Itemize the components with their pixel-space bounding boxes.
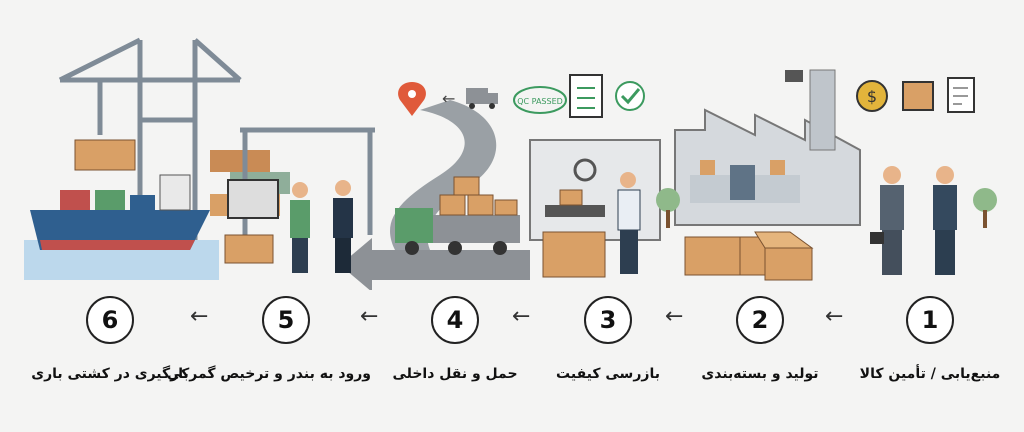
step-label: منبع‌یابی / تأمین کالا	[859, 366, 1001, 382]
customs-stamp-box	[224, 234, 274, 264]
inspector	[617, 172, 641, 274]
truck	[395, 176, 520, 255]
arrow-icon: ←	[442, 89, 455, 108]
step-number: 5	[262, 296, 310, 344]
cargo-ship	[30, 174, 210, 250]
magnifier-icon	[573, 158, 597, 182]
step-arrow-icon: ←	[665, 304, 684, 329]
step-number: 6	[86, 296, 134, 344]
large-box	[542, 231, 606, 278]
step-arrow-icon: ←	[512, 304, 531, 329]
step-label: بارگیری در کشتی باری	[31, 366, 189, 382]
location-pin-icon	[398, 82, 426, 116]
step-4: 4 حمل و نقل داخلی	[370, 296, 540, 396]
customs-officer	[290, 180, 353, 273]
step-6: 6 بارگیری در کشتی باری	[25, 296, 195, 396]
step-label: حمل و نقل داخلی	[392, 366, 518, 382]
truck-icon	[466, 88, 498, 109]
step-arrow-icon: ←	[190, 304, 209, 329]
step-5: 5 ورود به بندر و ترخیص گمرکی	[167, 296, 371, 396]
coin-icon: $	[856, 80, 888, 112]
hanging-container	[74, 139, 136, 171]
check-icon	[615, 81, 645, 111]
step-1: 1 منبع‌یابی / تأمین کالا	[845, 296, 1015, 396]
trees	[656, 188, 997, 228]
svg-text:$: $	[867, 87, 877, 106]
crane	[58, 37, 242, 240]
inspected-box	[559, 189, 583, 206]
businessmen	[870, 166, 957, 275]
monitor	[227, 179, 279, 219]
document-icon	[947, 77, 975, 113]
step-label: تولید و بسته‌بندی	[701, 366, 819, 382]
step-3: 3 بازرسی کیفیت	[523, 296, 693, 396]
step-arrow-icon: ←	[360, 304, 379, 329]
road-arrow-head	[340, 238, 372, 290]
stamp-icon: QC PASSED	[513, 86, 567, 114]
stamp-text: QC PASSED	[517, 97, 563, 106]
step-2: 2 تولید و بسته‌بندی	[675, 296, 845, 396]
step-number: 2	[736, 296, 784, 344]
step-label: ورود به بندر و ترخیص گمرکی	[167, 366, 371, 382]
factory-boxes	[684, 231, 814, 281]
road	[370, 250, 530, 280]
illustration: ← QC PASSED	[24, 37, 997, 290]
step-arrow-icon: ←	[825, 304, 844, 329]
step-label: بازرسی کیفیت	[556, 366, 660, 382]
step-number: 1	[906, 296, 954, 344]
step-number: 3	[584, 296, 632, 344]
step-number: 4	[431, 296, 479, 344]
box-icon	[902, 81, 934, 111]
conveyor	[545, 205, 605, 217]
clipboard-icon	[569, 74, 603, 118]
factory	[674, 69, 861, 226]
